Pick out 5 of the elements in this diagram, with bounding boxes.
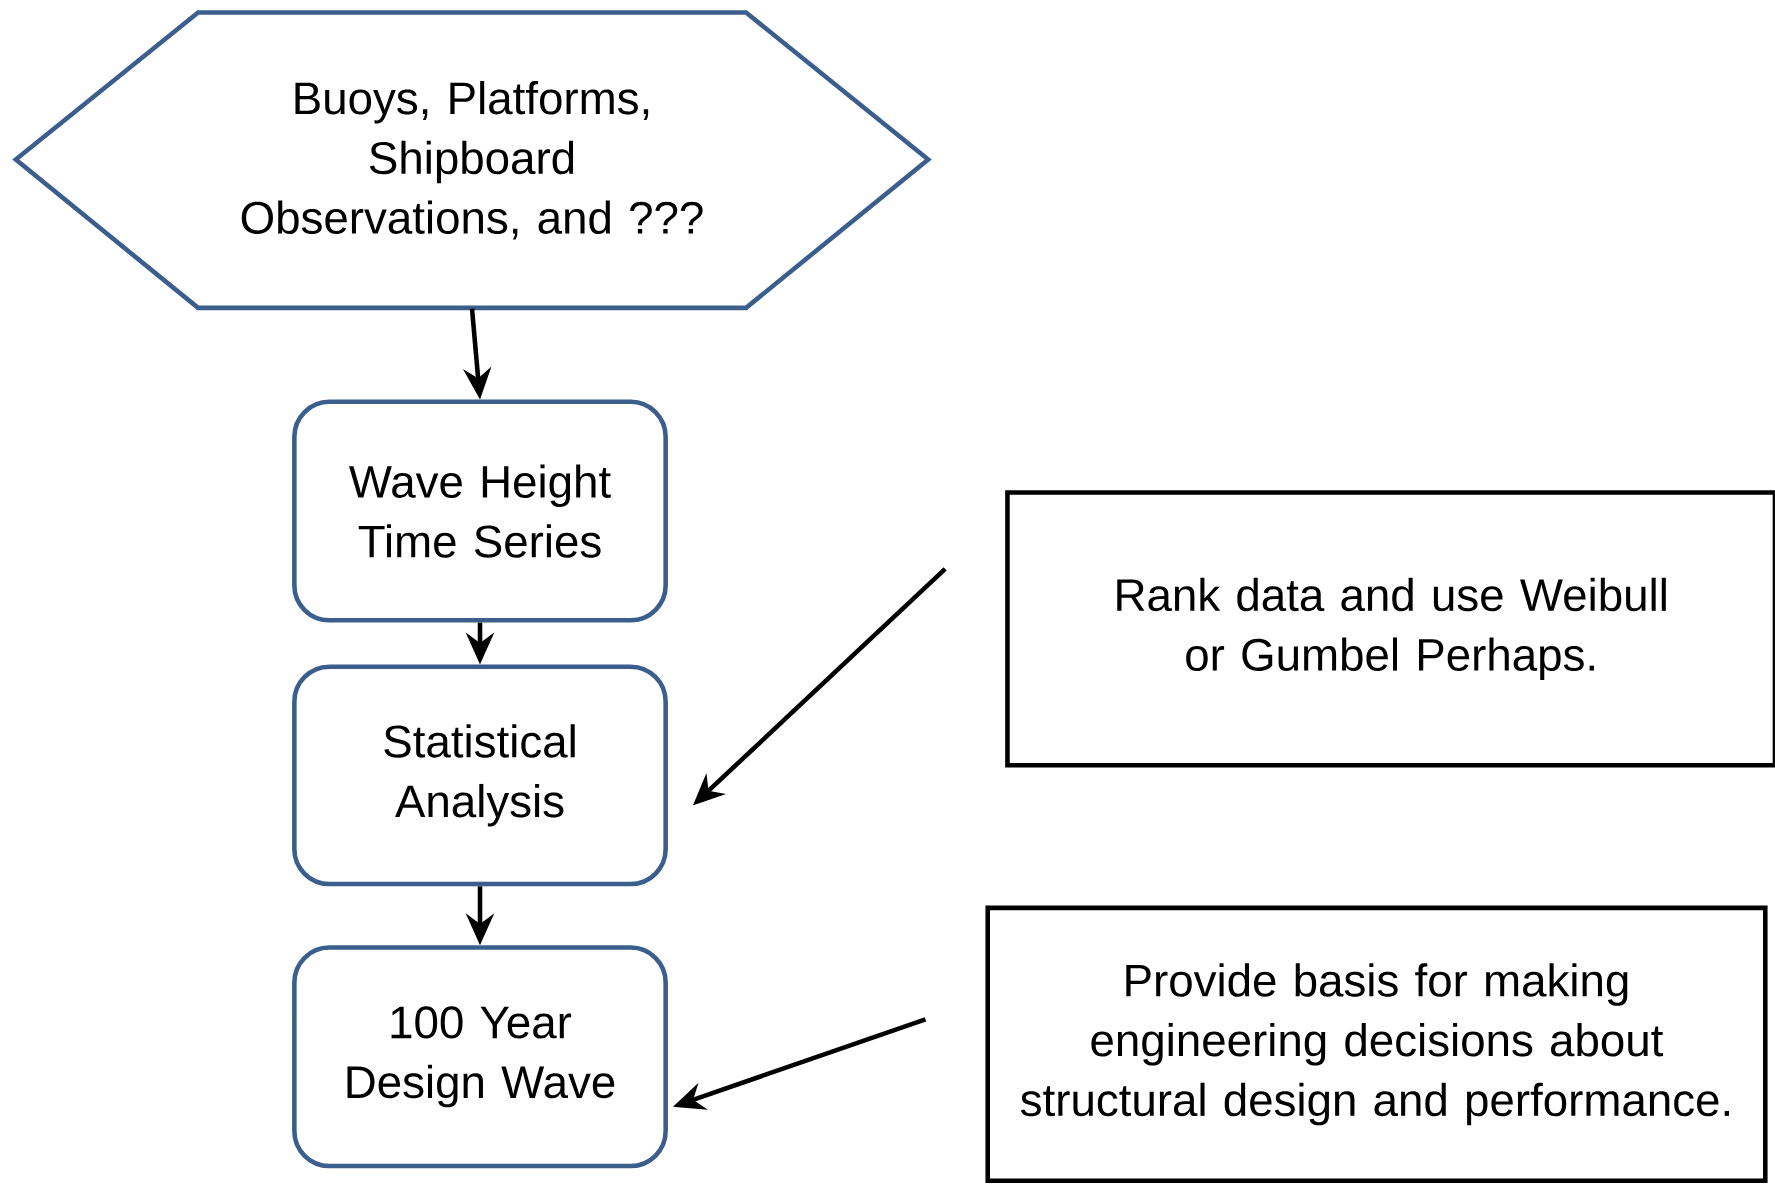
note-box: Provide basis for making engineering decisions about structural design and performance. bbox=[985, 905, 1768, 1183]
process-box: Statistical Analysis bbox=[292, 664, 668, 887]
process-box: 100 Year Design Wave bbox=[292, 945, 668, 1169]
process-box: Wave Height Time Series bbox=[292, 399, 668, 623]
note-box: Rank data and use Weibull or Gumbel Perhaps. bbox=[1005, 490, 1775, 768]
